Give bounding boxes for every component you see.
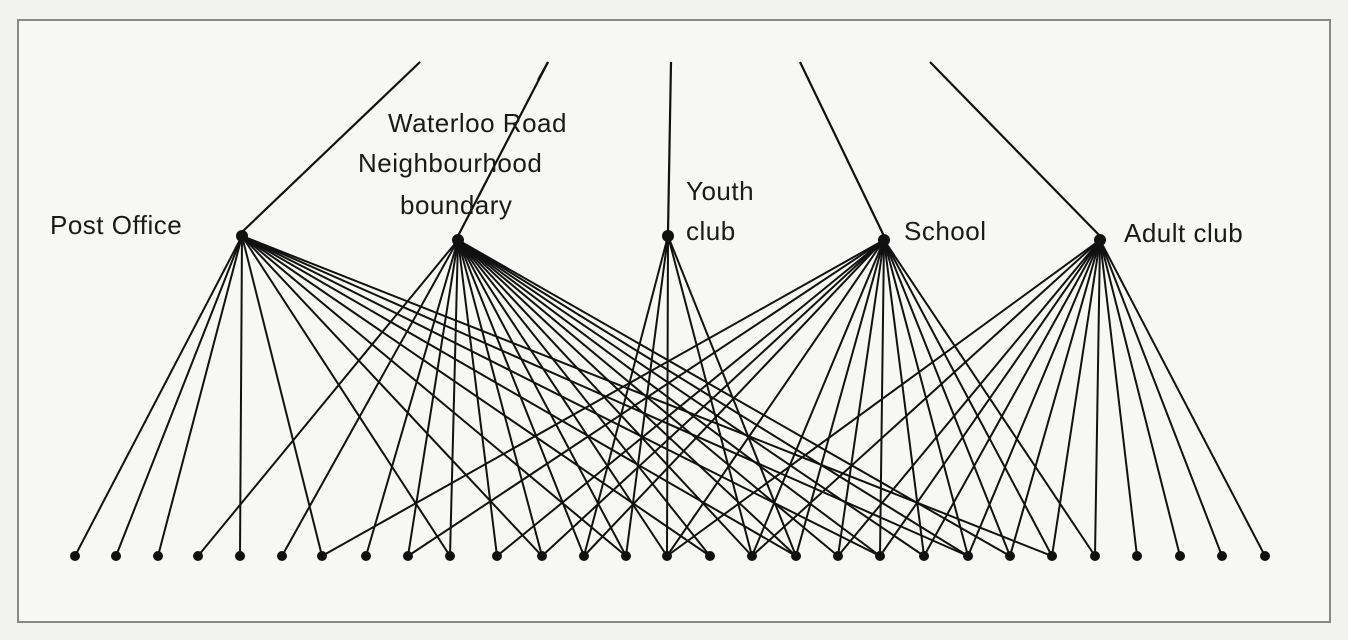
upline-boundary xyxy=(457,61,549,237)
edge-youth_club-leaf-14 xyxy=(625,235,669,557)
edge-school-leaf-9 xyxy=(407,239,885,557)
leaf-node-3 xyxy=(153,551,163,561)
edge-school-leaf-15 xyxy=(666,239,885,557)
leaf-node-26 xyxy=(1132,551,1142,561)
hub-node-school xyxy=(878,234,890,246)
leaf-node-14 xyxy=(621,551,631,561)
hub-node-adult-club xyxy=(1094,234,1106,246)
leaf-node-17 xyxy=(747,551,757,561)
hub-node-post-office xyxy=(236,230,248,242)
label-adult-club: Adult club xyxy=(1124,218,1243,248)
edge-adult_club-leaf-23 xyxy=(1009,239,1101,557)
edge-school-leaf-7 xyxy=(321,239,885,557)
leaf-node-27 xyxy=(1175,551,1185,561)
label-boundary-line-1: Waterloo Road xyxy=(388,108,567,138)
leaf-node-12 xyxy=(537,551,547,561)
edge-adult_club-leaf-22 xyxy=(967,239,1101,557)
edge-adult_club-leaf-17 xyxy=(751,239,1101,557)
leaf-node-2 xyxy=(111,551,121,561)
edge-adult_club-leaf-20 xyxy=(879,239,1101,557)
leaf-node-4 xyxy=(193,551,203,561)
upline-boundary-dash xyxy=(537,61,549,81)
label-boundary-line-2: Neighbourhood xyxy=(358,148,542,178)
leaf-node-13 xyxy=(579,551,589,561)
leaf-node-25 xyxy=(1090,551,1100,561)
leaf-node-19 xyxy=(833,551,843,561)
edge-adult_club-leaf-15 xyxy=(666,239,1101,557)
label-youth-club-line-1: Youth xyxy=(686,176,754,206)
edge-post_office-leaf-1 xyxy=(74,235,243,557)
edge-boundary-leaf-11 xyxy=(457,239,498,557)
leaf-node-11 xyxy=(492,551,502,561)
hub-node-youth-club xyxy=(662,230,674,242)
edge-adult_club-leaf-28 xyxy=(1099,239,1223,557)
leaf-node-9 xyxy=(403,551,413,561)
edge-post_office-leaf-7 xyxy=(241,235,323,557)
edge-post_office-leaf-2 xyxy=(115,235,243,557)
edge-adult_club-leaf-27 xyxy=(1099,239,1181,557)
leaf-node-22 xyxy=(963,551,973,561)
upline-adult_club xyxy=(929,61,1101,237)
edge-boundary-leaf-6 xyxy=(281,239,459,557)
edge-school-leaf-13 xyxy=(583,239,885,557)
edge-school-leaf-19 xyxy=(837,239,885,557)
edge-boundary-leaf-12 xyxy=(457,239,543,557)
hub-labels: Post Office Waterloo Road Neighbourhood … xyxy=(50,108,1243,248)
edge-post_office-leaf-12 xyxy=(241,235,543,557)
edge-post_office-leaf-3 xyxy=(157,235,243,557)
leaf-node-20 xyxy=(875,551,885,561)
leaf-node-29 xyxy=(1260,551,1270,561)
leaf-node-1 xyxy=(70,551,80,561)
leaf-node-18 xyxy=(791,551,801,561)
edge-boundary-leaf-4 xyxy=(197,239,459,557)
leaf-node-23 xyxy=(1005,551,1015,561)
edge-boundary-leaf-10 xyxy=(449,239,459,557)
edge-boundary-leaf-8 xyxy=(365,239,459,557)
diagram-frame xyxy=(17,19,1331,623)
leaf-node-16 xyxy=(705,551,715,561)
edge-adult_club-leaf-29 xyxy=(1099,239,1266,557)
edge-youth_club-leaf-17 xyxy=(667,235,753,557)
leaf-node-8 xyxy=(361,551,371,561)
leaf-node-6 xyxy=(277,551,287,561)
edge-youth_club-leaf-13 xyxy=(583,235,669,557)
edge-adult_club-leaf-19 xyxy=(837,239,1101,557)
upward-lines xyxy=(241,61,1101,237)
edge-school-leaf-12 xyxy=(541,239,885,557)
leaf-node-28 xyxy=(1217,551,1227,561)
edge-adult_club-leaf-24 xyxy=(1051,239,1101,557)
leaf-node-15 xyxy=(662,551,672,561)
leaf-nodes xyxy=(70,551,1270,561)
leaf-node-10 xyxy=(445,551,455,561)
leaf-node-5 xyxy=(235,551,245,561)
label-boundary-line-3: boundary xyxy=(400,190,512,220)
upline-post_office xyxy=(241,61,421,233)
label-school: School xyxy=(904,216,987,246)
leaf-node-7 xyxy=(317,551,327,561)
edge-youth_club-leaf-15 xyxy=(666,235,669,557)
hub-nodes xyxy=(236,230,1106,246)
edge-adult_club-leaf-21 xyxy=(923,239,1101,557)
leaf-node-24 xyxy=(1047,551,1057,561)
upline-youth_club xyxy=(666,61,673,233)
leaf-node-21 xyxy=(919,551,929,561)
edge-adult_club-leaf-26 xyxy=(1099,239,1138,557)
edge-adult_club-leaf-25 xyxy=(1094,239,1101,557)
edge-school-leaf-17 xyxy=(751,239,885,557)
upline-school xyxy=(799,61,885,237)
label-youth-club-line-2: club xyxy=(686,216,736,246)
edge-school-leaf-11 xyxy=(496,239,885,557)
hub-node-boundary xyxy=(452,234,464,246)
connection-lines xyxy=(74,235,1266,557)
label-post-office: Post Office xyxy=(50,210,182,240)
edge-post_office-leaf-5 xyxy=(239,235,243,557)
